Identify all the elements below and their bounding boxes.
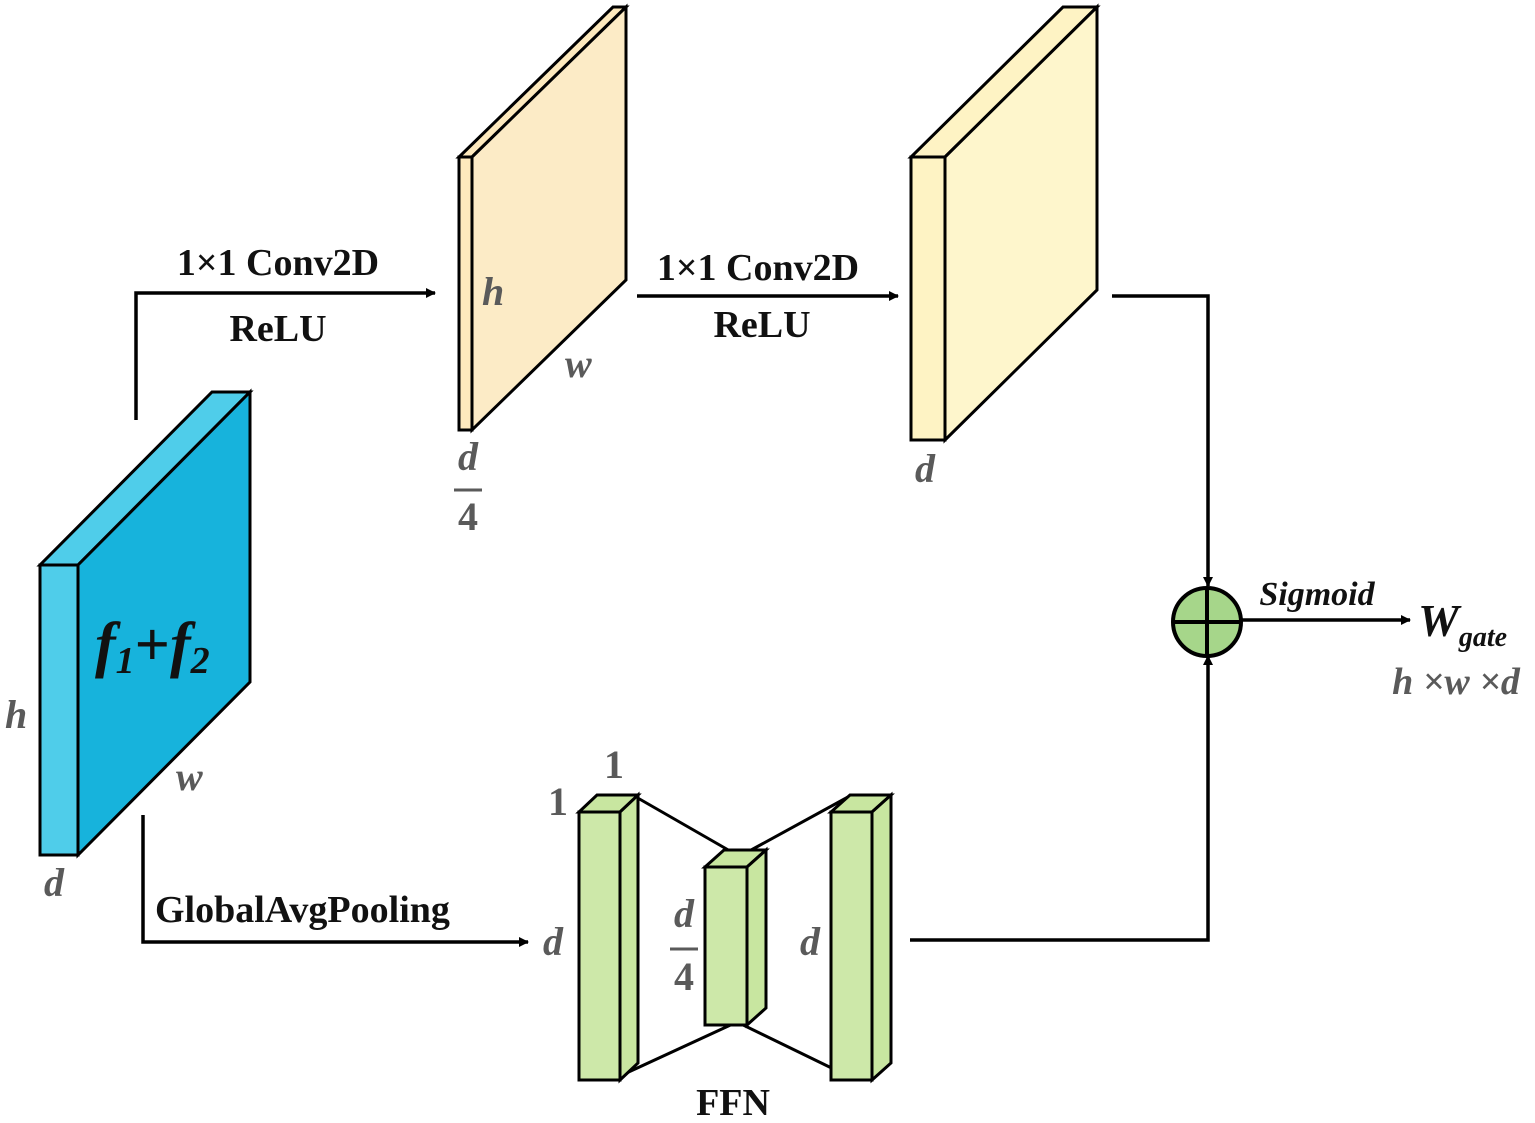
top-conv-edge-1	[134, 288, 436, 420]
feature-map-1-dim-d-den: 4	[458, 494, 478, 539]
pooling-label: GlobalAvgPooling	[155, 889, 450, 931]
feature-map-1-dim-h: h	[482, 269, 504, 314]
relu2-label: ReLU	[713, 304, 810, 346]
ffn-dim-mid-num: d	[674, 891, 695, 936]
input-block-face	[76, 388, 252, 859]
ffn-block: 1 1 d d 4 d FFN	[543, 742, 895, 1123]
relu1-label: ReLU	[229, 308, 326, 350]
feature-map-1-side	[457, 155, 474, 432]
ffn-bar-mid-side	[745, 846, 768, 1029]
ffn-bar-right-side	[870, 791, 893, 1084]
input-dim-h: h	[5, 692, 27, 737]
sigmoid-label: Sigmoid	[1259, 576, 1375, 613]
conv2-label: 1×1 Conv2D	[657, 247, 859, 289]
output-arrow: Sigmoid	[1241, 576, 1411, 625]
top-conv-arrow-2: 1×1 Conv2D ReLU	[637, 247, 899, 346]
input-feature-block: f1+f2 h w d	[5, 388, 254, 905]
ffn-bar-left-face	[577, 810, 622, 1082]
feature-map-2-dim-d: d	[915, 446, 936, 491]
ffn-dim-d-right: d	[800, 919, 821, 964]
output-shape-label: h ×w ×d	[1392, 661, 1521, 703]
conv1-label: 1×1 Conv2D	[177, 242, 379, 284]
ffn-bar-left-side	[618, 791, 640, 1084]
feature-map-2-side	[909, 155, 947, 442]
feature-map-2: d	[907, 3, 1101, 491]
ffn-dim-1-left: 1	[548, 779, 568, 824]
feature-map-1-dim-d-num: d	[458, 434, 479, 479]
feature-map-1-face	[470, 3, 628, 434]
top-to-sum-edge	[1112, 294, 1213, 587]
top-conv-arrow-1: 1×1 Conv2D ReLU	[134, 242, 436, 420]
ffn-bar-right-face	[829, 810, 874, 1082]
input-dim-d: d	[44, 860, 65, 905]
ffn-connector-1	[635, 795, 738, 857]
ffn-dim-d-left: d	[543, 919, 564, 964]
feature-map-1-dim-w: w	[565, 341, 592, 386]
ffn-connector-2	[619, 1020, 738, 1078]
input-block-side	[38, 563, 80, 857]
ffn-dim-1-top: 1	[604, 742, 624, 787]
ffn-connector-3	[741, 795, 849, 857]
w-gate-label: Wgate	[1418, 595, 1507, 653]
pooling-edge	[141, 815, 529, 947]
feature-map-1: h w d 4	[454, 3, 630, 539]
ffn-bar-mid-face	[703, 865, 749, 1027]
sum-node	[1171, 586, 1243, 658]
ffn-to-sum-edge	[910, 655, 1213, 942]
feature-map-2-face	[943, 3, 1099, 444]
pooling-arrow: GlobalAvgPooling	[141, 815, 529, 947]
ffn-dim-mid-den: 4	[674, 954, 694, 999]
ffn-label: FFN	[696, 1082, 770, 1123]
input-dim-w: w	[176, 754, 203, 799]
output-label-group: Wgate h ×w ×d	[1392, 595, 1521, 703]
